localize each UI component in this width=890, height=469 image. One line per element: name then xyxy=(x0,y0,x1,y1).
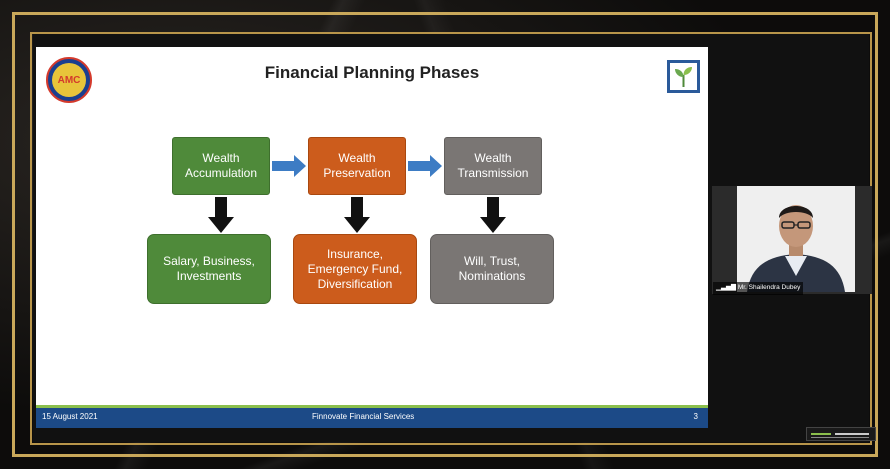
detail-box-preservation: Insurance, Emergency Fund, Diversificati… xyxy=(293,234,417,304)
participant-name-label: ▁▃▅▇ Mr. Shailendra Dubey xyxy=(713,282,804,295)
participant-name: Mr. Shailendra Dubey xyxy=(737,284,801,291)
footer-company: Finnovate Financial Services xyxy=(312,412,415,421)
detail-box-accumulation: Salary, Business, Investments xyxy=(147,234,271,304)
outer-gold-frame xyxy=(12,12,878,457)
participant-avatar xyxy=(737,186,855,292)
footer-date: 15 August 2021 xyxy=(42,412,98,421)
amc-logo: AMC xyxy=(46,57,92,103)
signal-bars-icon: ▁▃▅▇ xyxy=(716,284,738,291)
down-arrow-icon xyxy=(208,197,234,233)
detail-box-transmission: Will, Trust, Nominations xyxy=(430,234,554,304)
right-arrow-icon xyxy=(408,155,442,177)
phase-box-accumulation: Wealth Accumulation xyxy=(172,137,270,195)
slide-title: Financial Planning Phases xyxy=(264,63,480,82)
shared-slide: AMC Financial Planning Phases Wealth Acc… xyxy=(36,47,708,428)
right-arrow-icon xyxy=(272,155,306,177)
participant-video xyxy=(737,186,855,292)
phase-box-transmission: Wealth Transmission xyxy=(444,137,542,195)
mini-audio-indicator xyxy=(806,427,876,441)
slide-footer: 15 August 2021 Finnovate Financial Servi… xyxy=(36,405,708,428)
phase-box-preservation: Wealth Preservation xyxy=(308,137,406,195)
down-arrow-icon xyxy=(480,197,506,233)
amc-logo-text: AMC xyxy=(57,74,81,86)
down-arrow-icon xyxy=(344,197,370,233)
footer-page-number: 3 xyxy=(693,412,698,421)
plant-logo-icon xyxy=(667,60,700,93)
